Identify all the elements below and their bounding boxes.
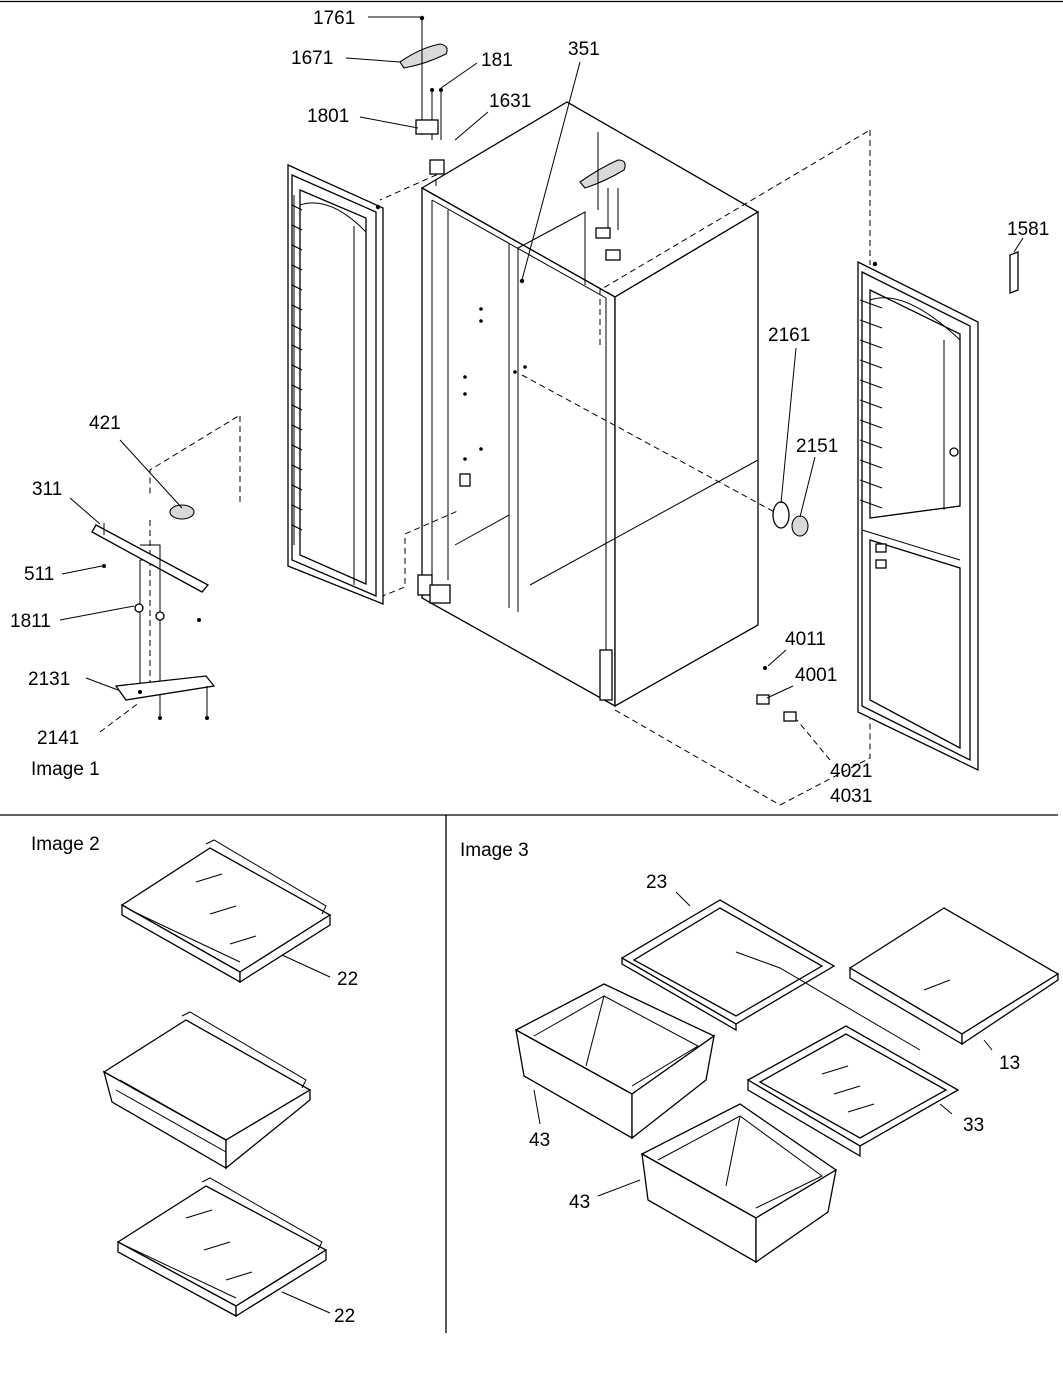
- shelf-middle: [102, 1011, 312, 1170]
- callout-181: 181: [481, 50, 513, 71]
- right-door-bins: [859, 299, 883, 509]
- callout-43-right: 43: [569, 1192, 590, 1213]
- image2-caption: Image 2: [31, 834, 100, 855]
- right-door: [857, 251, 1019, 772]
- light-bracket-parts: [91, 414, 241, 720]
- callout-2131: 2131: [28, 669, 70, 690]
- top-hinge-assembly: [399, 15, 448, 175]
- callout-1631: 1631: [489, 91, 531, 112]
- crisper-drawer-43a: [514, 983, 716, 1140]
- callout-1801: 1801: [307, 106, 349, 127]
- crisper-cover-33: [746, 1025, 960, 1158]
- image3-crispers: [514, 891, 1060, 1264]
- callout-13: 13: [999, 1053, 1020, 1074]
- callout-4001: 4001: [795, 665, 837, 686]
- frame: [0, 0, 1063, 1333]
- round-parts: [772, 501, 809, 537]
- callout-22-top: 22: [337, 969, 358, 990]
- left-door: [287, 163, 384, 605]
- left-door-bins: [291, 204, 303, 531]
- callout-311: 311: [32, 479, 62, 500]
- callout-23: 23: [646, 872, 667, 893]
- shelf-top: [120, 839, 332, 984]
- callout-1811: 1811: [10, 611, 51, 632]
- callout-2161: 2161: [768, 325, 810, 346]
- shelf-bottom: [116, 1177, 328, 1318]
- callout-labels: 1761 1671 181 1631 1801 351 1581 2161 21…: [10, 8, 1049, 1327]
- callout-511: 511: [24, 564, 54, 585]
- callout-1581: 1581: [1007, 219, 1049, 240]
- callout-2141: 2141: [37, 728, 79, 749]
- callout-1671: 1671: [291, 48, 333, 69]
- glass-shelf-13: [848, 907, 1060, 1046]
- callout-351: 351: [568, 39, 600, 60]
- callout-43-left: 43: [529, 1130, 550, 1151]
- callout-4031: 4031: [830, 786, 872, 807]
- bottom-hinge-parts: [756, 666, 797, 722]
- callout-421: 421: [89, 413, 121, 434]
- callout-22-bottom: 22: [334, 1306, 355, 1327]
- image1-caption: Image 1: [31, 759, 100, 780]
- image3-caption: Image 3: [460, 840, 529, 861]
- image1-leaders: [59, 16, 1024, 761]
- crisper-drawer-43b: [640, 1103, 838, 1264]
- crisper-cover-23: [620, 899, 921, 1051]
- callout-1761: 1761: [313, 8, 355, 29]
- callout-33: 33: [963, 1115, 984, 1136]
- callout-4011: 4011: [785, 629, 826, 650]
- image1-cabinet: [379, 101, 871, 806]
- callout-4021: 4021: [830, 761, 872, 782]
- image2-shelves: [102, 839, 332, 1318]
- callout-2151: 2151: [796, 436, 838, 457]
